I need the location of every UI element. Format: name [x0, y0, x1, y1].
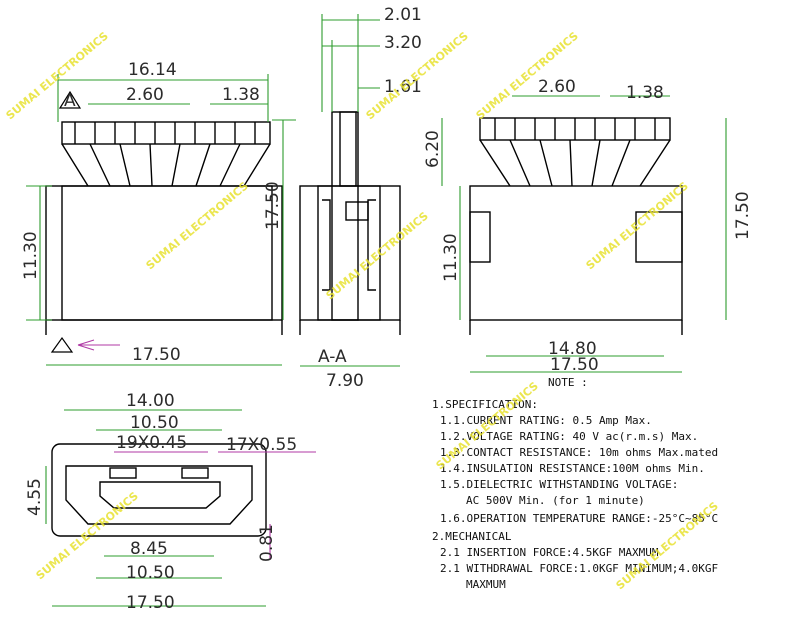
note-line: 1.6.OPERATION TEMPERATURE RANGE:-25°C~85… — [440, 512, 718, 525]
note-line: MAXMUM — [466, 578, 506, 591]
dim-7-90: 7.90 — [300, 365, 400, 391]
svg-text:19X0.45: 19X0.45 — [116, 433, 187, 453]
dim-17x0-55: 17X0.55 — [218, 435, 316, 455]
pin-comb-right — [479, 118, 671, 187]
svg-text:1.38: 1.38 — [626, 83, 664, 103]
note-line: 1.SPECIFICATION: — [432, 398, 538, 411]
svg-text:17.50: 17.50 — [733, 191, 753, 240]
svg-text:2.60: 2.60 — [126, 85, 164, 105]
dim-1-38: 1.38 — [210, 85, 268, 105]
svg-text:17X0.55: 17X0.55 — [226, 435, 297, 455]
note-line: 2.1 INSERTION FORCE:4.5KGF MAXMUM — [440, 546, 659, 559]
dim-11-30: 11.30 — [21, 185, 52, 321]
svg-text:11.30: 11.30 — [441, 233, 461, 282]
dim-6-20: 6.20 — [423, 118, 443, 186]
dim-1-61: 1.61 — [358, 77, 422, 97]
note-line: 1.4.INSULATION RESISTANCE:100M ohms Min. — [440, 462, 705, 475]
dim-10-50-top: 10.50 — [96, 413, 222, 433]
watermark-layer: SUMAI ELECTRONICS SUMAI ELECTRONICS SUMA… — [4, 29, 721, 592]
svg-text:1.38: 1.38 — [222, 85, 260, 105]
note-title: NOTE : — [548, 376, 588, 389]
spec-notes: NOTE : 1.SPECIFICATION: 1.1.CURRENT RATI… — [432, 376, 718, 591]
dim-0-81: 0.81 — [257, 524, 277, 562]
side-section-view: 2.01 3.20 1.61 A-A 7.90 — [299, 5, 422, 391]
dim-17-50-base: 17.50 — [46, 345, 282, 366]
dim-14-80: 14.80 — [486, 339, 664, 359]
pin-comb — [61, 122, 271, 187]
svg-text:17.50: 17.50 — [550, 355, 599, 375]
dim-17-50-right: 17.50 — [725, 118, 753, 320]
svg-text:8.45: 8.45 — [130, 539, 168, 559]
svg-text:17.50: 17.50 — [263, 181, 283, 230]
watermark: SUMAI ELECTRONICS — [4, 29, 111, 122]
dim-10-50-bottom: 10.50 — [96, 563, 222, 583]
dim-17-50-vertical: 17.50 — [263, 119, 296, 320]
right-view: 2.60 1.38 6.20 11.30 17.50 14.80 17.50 — [423, 77, 753, 375]
note-line: 2.1 WITHDRAWAL FORCE:1.0KGF MINIMUM;4.0K… — [440, 562, 718, 575]
svg-text:6.20: 6.20 — [423, 130, 443, 168]
note-line: 1.2.VOLTAGE RATING: 40 V ac(r.m.s) Max. — [440, 430, 698, 443]
front-view: A A 16.14 2.60 1.38 17.50 11.3 — [21, 60, 296, 366]
watermark: SUMAI ELECTRONICS — [144, 179, 251, 272]
svg-text:10.50: 10.50 — [126, 563, 175, 583]
svg-text:7.90: 7.90 — [326, 371, 364, 391]
note-line: 1.5.DIELECTRIC WITHSTANDING VOLTAGE: — [440, 478, 678, 491]
dim-2-60: 2.60 — [88, 85, 190, 105]
dim-2-01: 2.01 — [322, 5, 422, 25]
svg-text:2.60: 2.60 — [538, 77, 576, 97]
dim-17-50-bottom: 17.50 — [52, 593, 266, 613]
svg-text:0.81: 0.81 — [257, 524, 277, 562]
front-face-view: 14.00 10.50 19X0.45 17X0.55 4.55 0.81 8.… — [25, 391, 316, 613]
dim-17-50-right-base: 17.50 — [470, 355, 682, 375]
dim-16-14: 16.14 — [57, 60, 269, 122]
dim-14-00: 14.00 — [64, 391, 242, 411]
dim-3-20: 3.20 — [322, 33, 422, 53]
note-line: 1.1.CURRENT RATING: 0.5 Amp Max. — [440, 414, 652, 427]
dim-11-30-right: 11.30 — [441, 186, 461, 320]
watermark: SUMAI ELECTRONICS — [474, 29, 581, 122]
watermark: SUMAI ELECTRONICS — [324, 209, 431, 302]
svg-text:1.61: 1.61 — [384, 77, 422, 97]
view-marker-top: A — [64, 91, 76, 111]
dim-19x0-45: 19X0.45 — [114, 433, 208, 453]
svg-text:2.01: 2.01 — [384, 5, 422, 25]
dim-8-45: 8.45 — [104, 539, 214, 559]
svg-text:11.30: 11.30 — [21, 231, 41, 280]
svg-text:17.50: 17.50 — [126, 593, 175, 613]
svg-text:4.55: 4.55 — [25, 478, 45, 516]
svg-text:17.50: 17.50 — [132, 345, 181, 365]
section-label: A-A — [318, 347, 347, 367]
dim-1-38-right: 1.38 — [610, 83, 670, 103]
svg-text:14.00: 14.00 — [126, 391, 175, 411]
note-line: 1.3.CONTACT RESISTANCE: 10m ohms Max.mat… — [440, 446, 718, 459]
dim-4-55: 4.55 — [25, 466, 47, 524]
dim-2-60-right: 2.60 — [512, 77, 600, 97]
watermark: SUMAI ELECTRONICS — [584, 179, 691, 272]
svg-text:14.80: 14.80 — [548, 339, 597, 359]
note-line: AC 500V Min. (for 1 minute) — [466, 494, 645, 507]
svg-text:10.50: 10.50 — [130, 413, 179, 433]
note-line: 2.MECHANICAL — [432, 530, 512, 543]
svg-text:16.14: 16.14 — [128, 60, 177, 80]
svg-text:3.20: 3.20 — [384, 33, 422, 53]
